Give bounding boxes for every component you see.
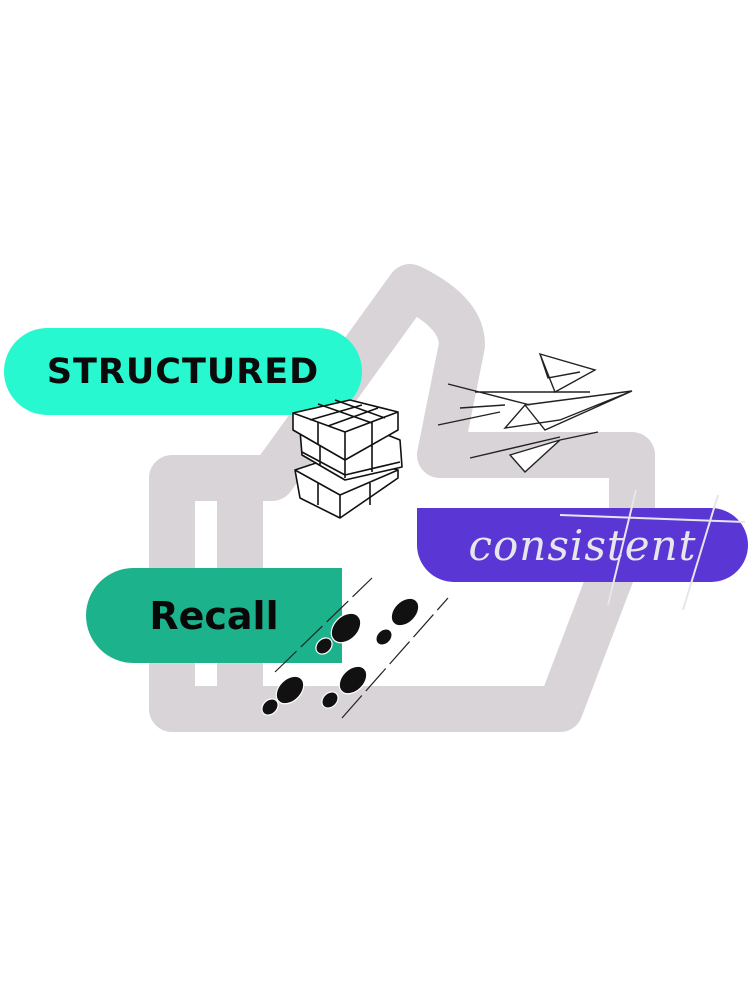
structured-label: STRUCTURED [4, 328, 362, 415]
consistent-label: consistent [417, 508, 748, 582]
consistent-text: consistent [468, 520, 697, 570]
recall-label: Recall [86, 568, 342, 663]
recall-text: Recall [149, 593, 279, 638]
structured-text: STRUCTURED [46, 351, 320, 392]
